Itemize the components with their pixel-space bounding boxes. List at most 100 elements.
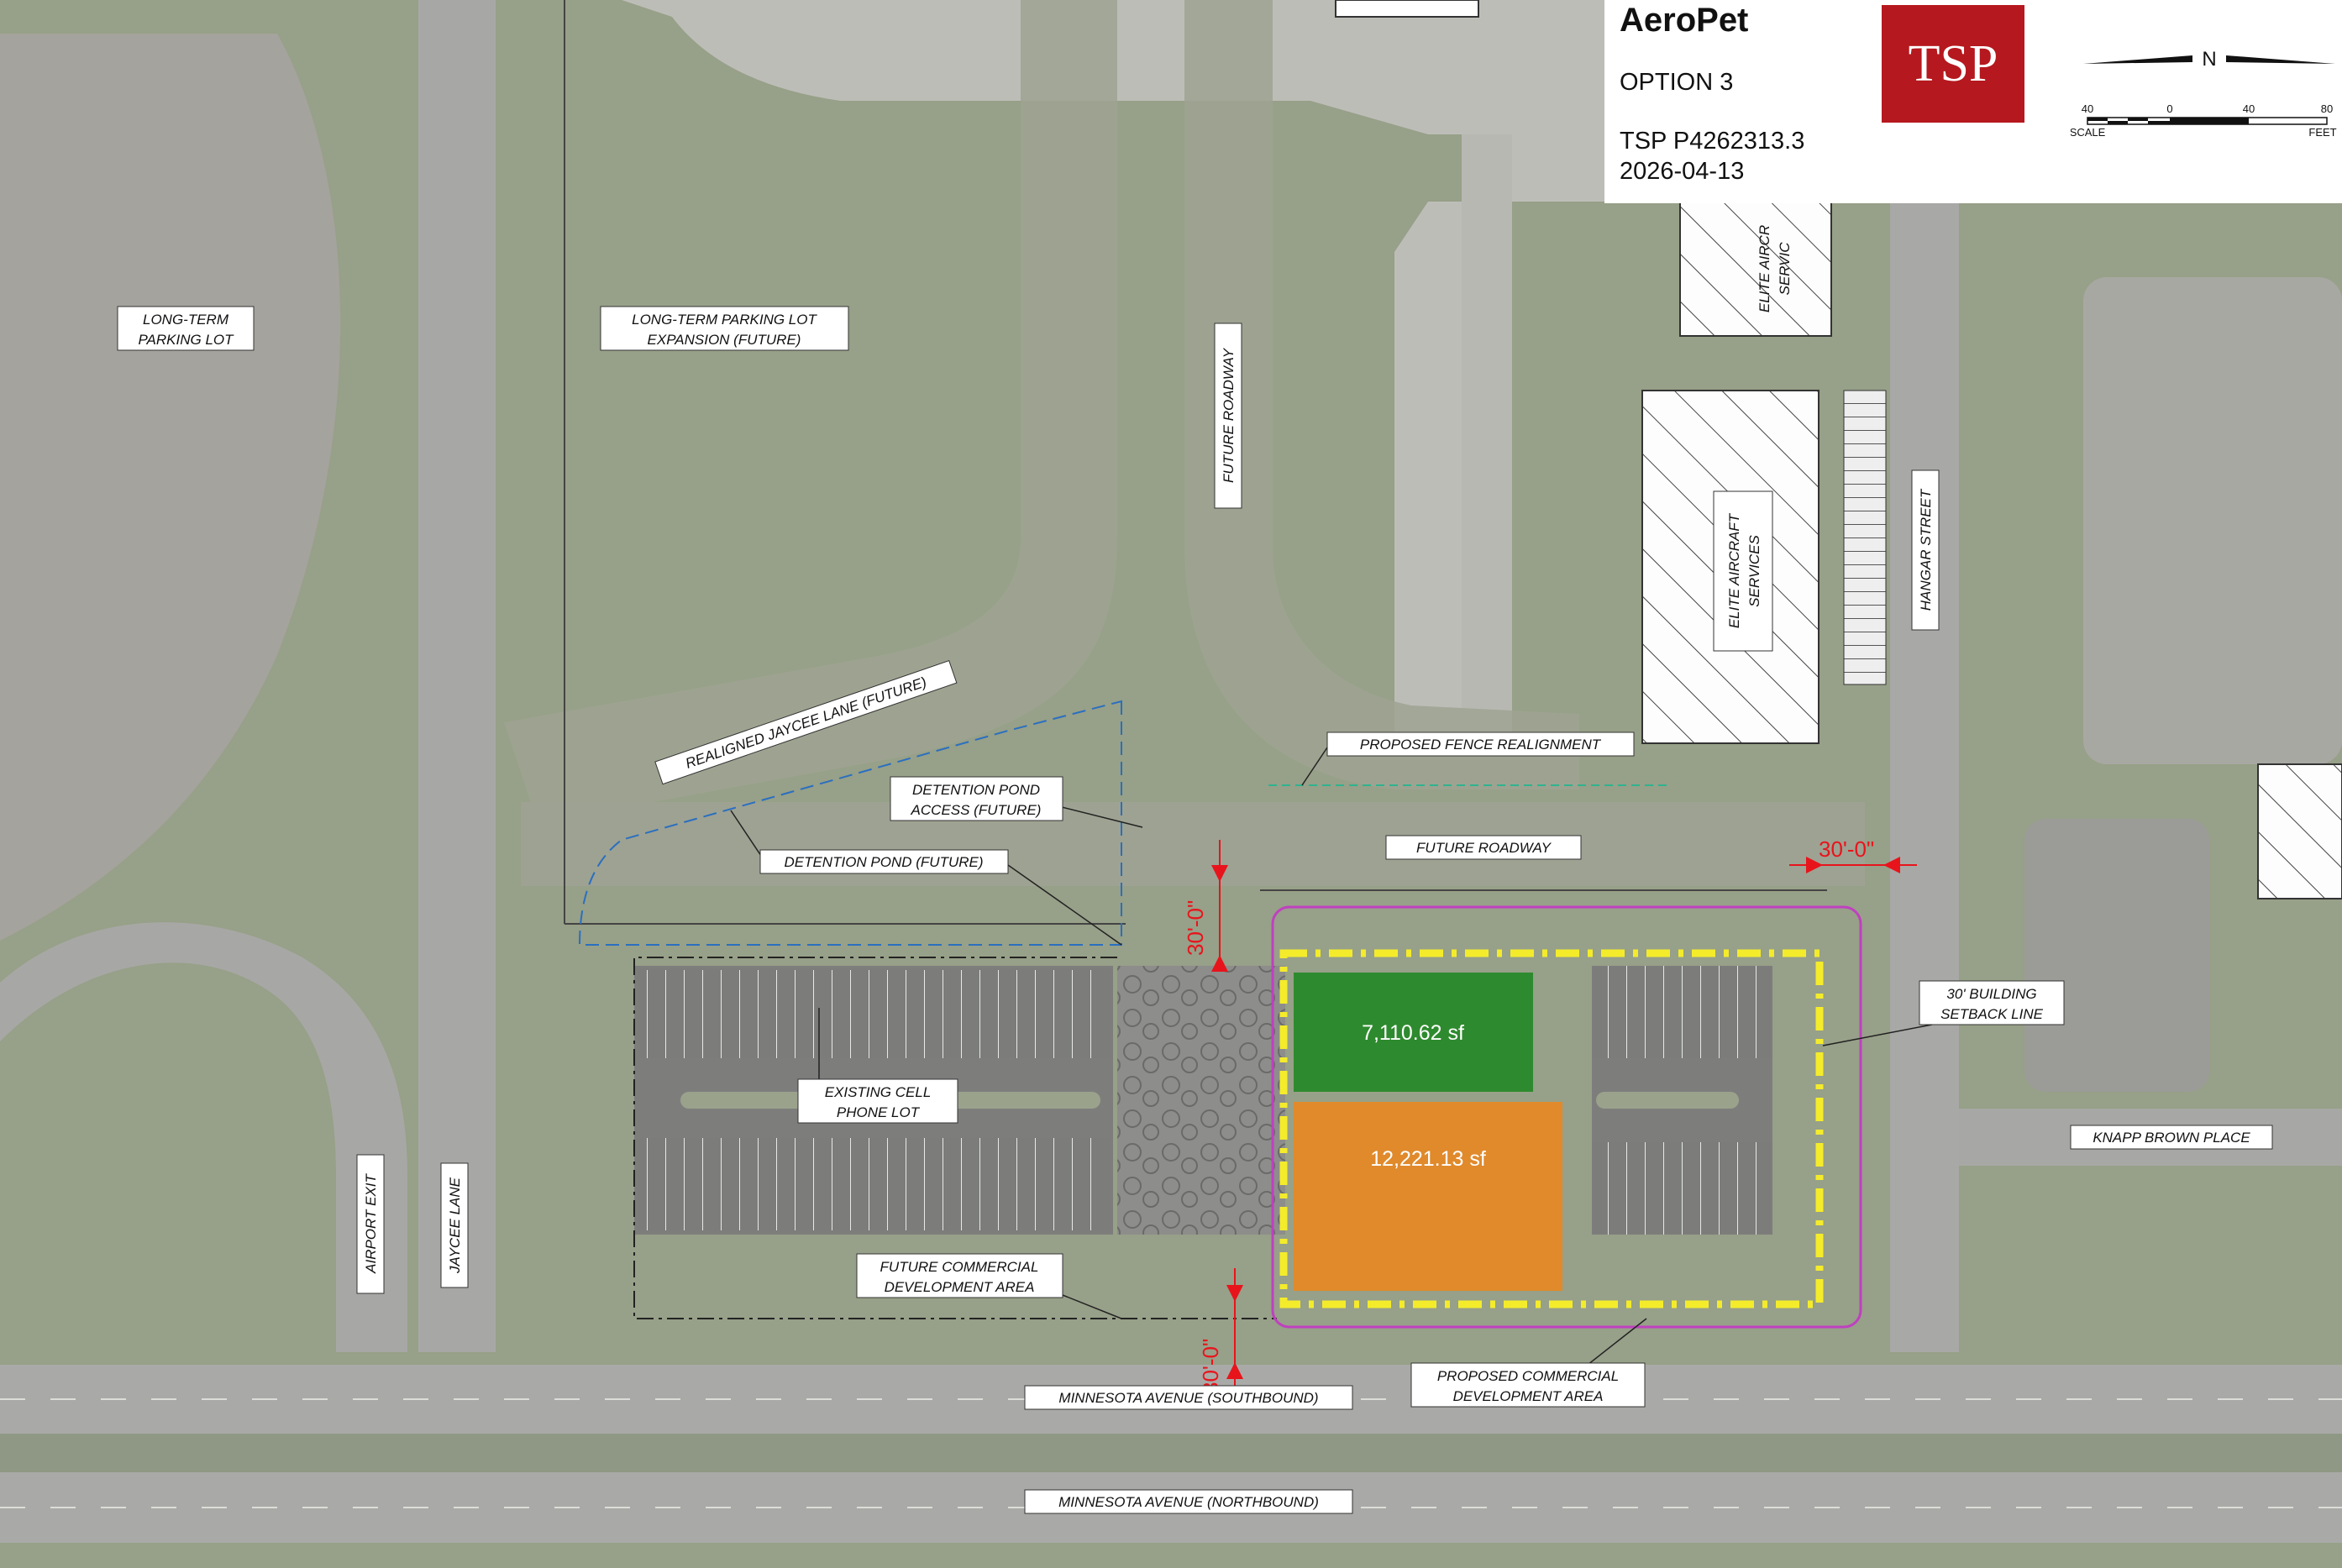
svg-text:SERVIC: SERVIC [1777, 242, 1793, 296]
label-building-setback: 30' BUILDING SETBACK LINE [1919, 980, 2065, 1025]
dimension-right-setback-text: 30'-0" [1819, 836, 1874, 862]
svg-text:LONG-TERM: LONG-TERM [143, 312, 229, 328]
cell-lot-stalls-top [638, 970, 1109, 1058]
airport-exit-curve [0, 922, 407, 1352]
label-detention-pond: DETENTION POND (FUTURE) [759, 849, 1009, 874]
scale-label: SCALE [2071, 126, 2106, 139]
label-future-roadway-vertical: FUTURE ROADWAY [1214, 323, 1242, 509]
svg-text:PROPOSED FENCE REALIGNMENT: PROPOSED FENCE REALIGNMENT [1360, 737, 1602, 753]
title-block: AeroPet OPTION 3 TSP P4262313.3 2026-04-… [1604, 0, 2342, 203]
project-date: 2026-04-13 [1620, 158, 1745, 185]
project-option: OPTION 3 [1620, 69, 1734, 96]
cell-lot-stalls-bottom [638, 1138, 1109, 1230]
label-minnesota-south: MINNESOTA AVENUE (SOUTHBOUND) [1024, 1385, 1353, 1410]
green-pad-area-label: 7,110.62 sf [1362, 1021, 1464, 1045]
svg-text:ACCESS (FUTURE): ACCESS (FUTURE) [911, 802, 1042, 818]
orange-pad-area-label: 12,221.13 sf [1370, 1147, 1486, 1171]
long-term-parking-lot [0, 34, 341, 941]
svg-text:HANGAR STREET: HANGAR STREET [1918, 488, 1934, 611]
svg-text:ELITE AIRCR: ELITE AIRCR [1756, 225, 1772, 312]
jaycee-lane-road [418, 0, 496, 1352]
right-parking [2024, 819, 2209, 1092]
north-arrow-letter: N [2202, 48, 2216, 71]
north-arrow-icon: N [2083, 48, 2335, 71]
dimension-roadway-top-text: 30'-0" [1183, 900, 1208, 956]
existing-fence-line [564, 0, 1827, 925]
svg-text:FUTURE ROADWAY: FUTURE ROADWAY [1416, 840, 1552, 856]
median-strip [0, 1434, 2342, 1472]
svg-text:ELITE AIRCRAFT: ELITE AIRCRAFT [1726, 512, 1742, 628]
svg-text:SETBACK LINE: SETBACK LINE [1940, 1006, 2044, 1022]
svg-text:LONG-TERM PARKING LOT: LONG-TERM PARKING LOT [632, 312, 817, 328]
label-fence-realignment: PROPOSED FENCE REALIGNMENT [1326, 732, 1635, 757]
svg-text:DETENTION POND (FUTURE): DETENTION POND (FUTURE) [784, 854, 983, 870]
label-detention-access: DETENTION POND ACCESS (FUTURE) [890, 776, 1063, 821]
hangar-top [1679, 201, 1832, 337]
label-elite-top: ELITE AIRCR SERVIC [1756, 225, 1793, 312]
label-existing-cell-lot: EXISTING CELL PHONE LOT [797, 1078, 958, 1124]
right-apron [2083, 277, 2342, 764]
future-roadway-horizontal [521, 802, 1865, 886]
label-minnesota-north: MINNESOTA AVENUE (NORTHBOUND) [1024, 1489, 1353, 1514]
tsp-logo: TSP [1882, 5, 2024, 123]
svg-text:MINNESOTA AVENUE (SOUTHBOUND): MINNESOTA AVENUE (SOUTHBOUND) [1058, 1390, 1318, 1406]
hangar-stall-rows [1843, 390, 1887, 685]
project-number: TSP P4262313.3 [1620, 128, 1805, 155]
dimension-bottom-setback: 30'-0" [1198, 1268, 1243, 1394]
label-knapp-brown: KNAPP BROWN PLACE [2070, 1125, 2273, 1150]
hangar-street-road [1890, 202, 1959, 1352]
svg-text:EXISTING CELL: EXISTING CELL [825, 1084, 932, 1100]
svg-text:MINNESOTA AVENUE (NORTHBOUND): MINNESOTA AVENUE (NORTHBOUND) [1058, 1494, 1319, 1510]
green-pad-area [1294, 973, 1533, 1092]
dimension-bottom-setback-text: 30'-0" [1198, 1339, 1223, 1394]
property-line [1271, 905, 1862, 1329]
svg-text:KNAPP BROWN PLACE: KNAPP BROWN PLACE [2093, 1130, 2250, 1146]
east-lot-stalls [1592, 966, 1772, 1058]
svg-text:PROPOSED COMMERCIAL: PROPOSED COMMERCIAL [1437, 1368, 1619, 1384]
label-future-commercial: FUTURE COMMERCIAL DEVELOPMENT AREA [856, 1253, 1063, 1298]
svg-text:DETENTION POND: DETENTION POND [912, 782, 1040, 798]
label-proposed-commercial: PROPOSED COMMERCIAL DEVELOPMENT AREA [1410, 1362, 1646, 1408]
label-elite-main: ELITE AIRCRAFT SERVICES [1713, 490, 1773, 652]
svg-text:EXPANSION (FUTURE): EXPANSION (FUTURE) [648, 332, 801, 348]
dimension-right-setback: 30'-0" [1789, 836, 1917, 873]
label-lot-expansion: LONG-TERM PARKING LOT EXPANSION (FUTURE) [600, 306, 849, 351]
scale-tick-label: 0 [2166, 102, 2172, 115]
leader-lines [730, 747, 1933, 1366]
label-hangar-street: HANGAR STREET [1911, 469, 1940, 631]
future-commercial-boundary [633, 957, 1277, 1319]
scale-tick-label: 40 [2243, 102, 2255, 115]
svg-text:SERVICES: SERVICES [1746, 535, 1762, 607]
svg-text:DEVELOPMENT AREA: DEVELOPMENT AREA [885, 1279, 1035, 1295]
label-airport-exit: AIRPORT EXIT [356, 1154, 385, 1294]
scale-bar: 40 0 40 80 SCALE FEET [2071, 102, 2337, 139]
far-right-hangar [2257, 763, 2342, 899]
svg-text:PHONE LOT: PHONE LOT [837, 1104, 921, 1120]
dimension-roadway-top: 30'-0" [1183, 840, 1228, 972]
hangar-top-right [1335, 0, 1479, 18]
scale-tick-label: 40 [2082, 102, 2093, 115]
svg-text:FUTURE ROADWAY: FUTURE ROADWAY [1221, 347, 1237, 483]
scale-tick-label: 80 [2321, 102, 2333, 115]
svg-text:30' BUILDING: 30' BUILDING [1946, 986, 2036, 1002]
building-setback-line [1279, 949, 1824, 1308]
east-lot-stalls [1592, 1142, 1772, 1235]
apron-strip [1462, 134, 1512, 756]
label-jaycee-lane: JAYCEE LANE [440, 1162, 469, 1288]
svg-text:FUTURE COMMERCIAL: FUTURE COMMERCIAL [880, 1259, 1039, 1275]
scale-units: FEET [2308, 126, 2336, 139]
east-lot-median [1596, 1092, 1739, 1109]
svg-text:JAYCEE LANE: JAYCEE LANE [447, 1177, 463, 1274]
detention-pond-outline [578, 700, 1122, 946]
svg-text:PARKING LOT: PARKING LOT [138, 332, 234, 348]
label-long-term-lot: LONG-TERM PARKING LOT [117, 306, 255, 351]
project-title: AeroPet [1620, 2, 1749, 39]
cobble-plaza [1117, 966, 1285, 1235]
svg-text:AIRPORT EXIT: AIRPORT EXIT [363, 1173, 379, 1274]
label-future-roadway-horizontal: FUTURE ROADWAY [1385, 835, 1582, 860]
tarmac-area [622, 0, 1604, 739]
orange-pad-area [1294, 1102, 1562, 1291]
svg-text:DEVELOPMENT AREA: DEVELOPMENT AREA [1453, 1388, 1604, 1404]
future-roadway-right-curve [1184, 0, 1579, 789]
